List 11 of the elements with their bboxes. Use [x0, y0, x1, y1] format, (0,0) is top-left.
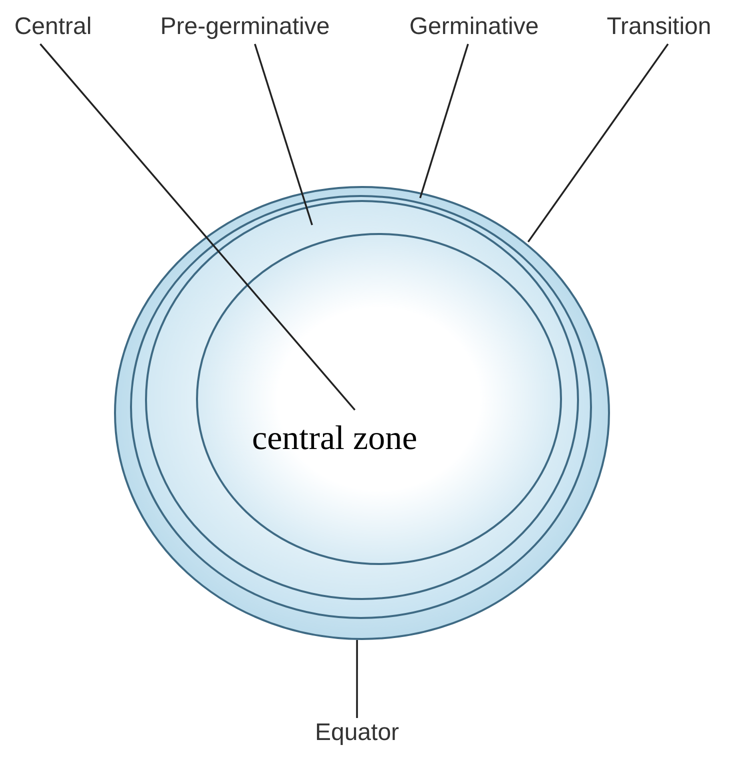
zone-label: Germinative	[386, 12, 562, 44]
leader-line	[254, 44, 313, 226]
zone-label: central zone	[252, 420, 418, 458]
zone-label: Equator	[298, 718, 416, 750]
leader-line	[419, 44, 469, 198]
zone-label: Transition	[590, 12, 728, 44]
zone-label: Central	[0, 12, 106, 44]
zone-label: Pre-germinative	[130, 12, 360, 44]
leader-line	[527, 43, 669, 242]
leader-line	[40, 43, 356, 411]
leader-line	[356, 640, 358, 718]
